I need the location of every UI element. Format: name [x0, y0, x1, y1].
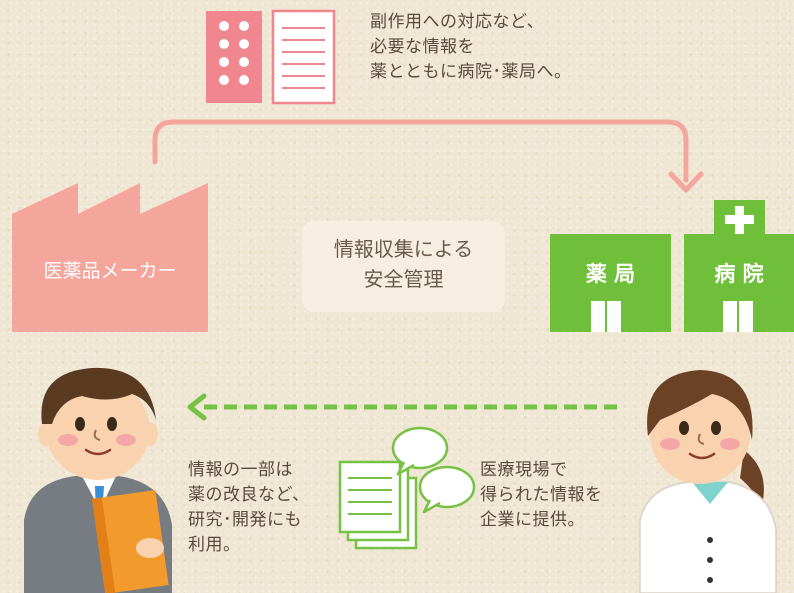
- document-icon: [271, 9, 336, 105]
- top-note: 副作用への対応など、 必要な情報を 薬とともに病院･薬局へ。: [370, 10, 572, 85]
- speech-bubble-icon: [391, 426, 476, 514]
- report-documents-icon: [338, 460, 418, 550]
- maker-label: 医薬品メーカー: [43, 260, 177, 282]
- hospital-building: [684, 200, 794, 332]
- top-note-line-2: 必要な情報を: [370, 37, 475, 57]
- pill-pack-icon: [206, 11, 262, 103]
- left-note-line-2: 薬の改良など、: [188, 485, 310, 505]
- center-box: [302, 221, 505, 312]
- left-note-line-4: 利用。: [188, 535, 241, 555]
- right-note-line-3: 企業に提供。: [480, 510, 585, 530]
- supply-arrow: [152, 119, 704, 193]
- right-note-line-1: 医療現場で: [480, 460, 568, 480]
- left-note-line-3: 研究･開発にも: [188, 510, 302, 530]
- right-note-line-2: 得られた情報を: [480, 485, 603, 505]
- hospital-label: 病 院: [714, 262, 764, 286]
- pharmacy-label: 薬 局: [585, 262, 636, 286]
- factory-icon: [12, 183, 208, 332]
- right-note: 医療現場で 得られた情報を 企業に提供。: [480, 458, 603, 533]
- top-note-line-3: 薬とともに病院･薬局へ。: [370, 62, 572, 82]
- feedback-arrow: [187, 393, 617, 421]
- center-label-line-2: 安全管理: [363, 267, 444, 291]
- businessman-illustration: [24, 367, 172, 593]
- center-label-line-1: 情報収集による: [333, 237, 474, 261]
- nurse-illustration: [639, 370, 777, 593]
- pharmacy-building: [550, 234, 671, 332]
- left-note: 情報の一部は 薬の改良など、 研究･開発にも 利用。: [188, 458, 310, 558]
- top-note-line-1: 副作用への対応など、: [370, 12, 545, 32]
- left-note-line-1: 情報の一部は: [188, 460, 293, 480]
- center-label: 情報収集による 安全管理: [302, 234, 505, 294]
